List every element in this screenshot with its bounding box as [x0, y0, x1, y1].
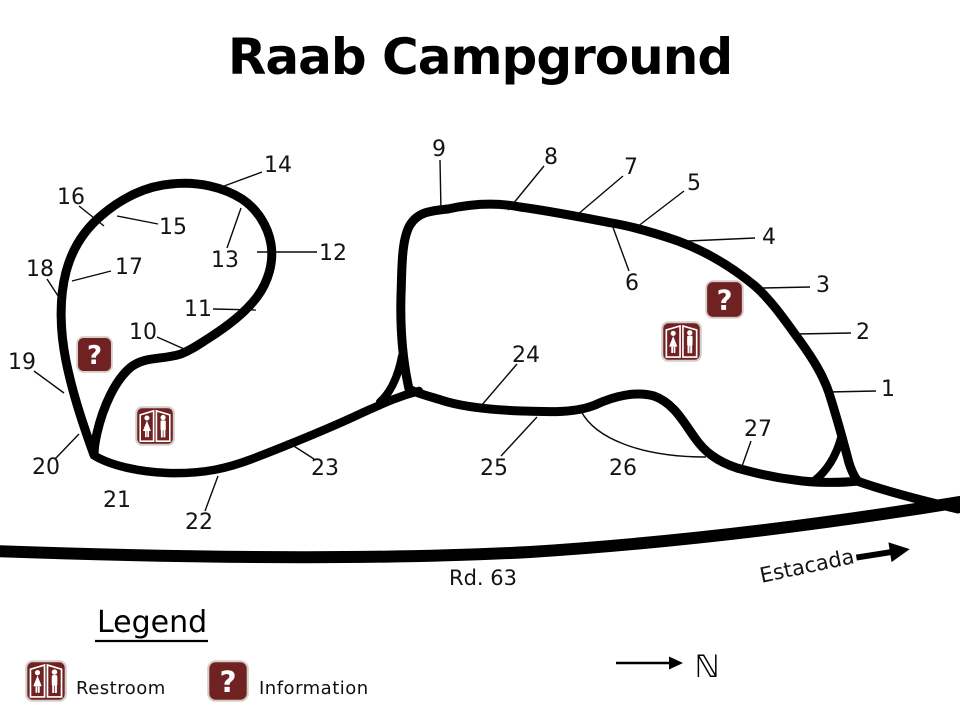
site-labels: 1234567891011121314151617181920212223242…	[8, 137, 895, 535]
site-7-label: 7	[624, 155, 638, 180]
junction-fillet-left	[376, 352, 406, 406]
site-24-label: 24	[512, 343, 540, 368]
site-26-label: 26	[609, 456, 637, 481]
site-14-label: 14	[264, 153, 292, 178]
information-icon	[207, 660, 249, 702]
site-22-leader-line	[204, 475, 219, 512]
legend-restroom-label: Restroom	[76, 678, 166, 699]
site-6-label: 6	[625, 271, 639, 296]
legend: Legend Restroom Information	[25, 605, 369, 702]
site-20-label: 20	[32, 455, 60, 480]
estacada-label: Estacada	[758, 544, 857, 587]
site-10-label: 10	[129, 320, 157, 345]
restroom-icon	[661, 321, 702, 362]
site-26-leader-line	[580, 410, 707, 458]
site-27-leader-line	[739, 440, 752, 473]
site-10-leader-line	[156, 336, 192, 353]
site-22-label: 22	[185, 510, 213, 535]
page-title: Raab Campground	[228, 28, 732, 86]
legend-information-label: Information	[259, 678, 369, 699]
site-7-leader-line	[576, 175, 624, 216]
entrance-road	[852, 476, 960, 514]
site-5-leader-line	[636, 190, 685, 228]
site-27-label: 27	[744, 417, 772, 442]
restroom-icon	[135, 406, 175, 446]
right-loop-road	[396, 199, 863, 487]
site-15-label: 15	[159, 215, 187, 240]
lower-loop-road	[90, 386, 424, 478]
road-63-label: Rd. 63	[449, 566, 517, 590]
site-16-label: 16	[57, 185, 85, 210]
site-25-leader-line	[500, 416, 538, 457]
site-1-leader-line	[827, 390, 877, 393]
site-16-leader-line	[78, 205, 105, 227]
site-23-leader-line	[285, 440, 315, 460]
restroom-icon	[25, 660, 67, 702]
junction-fillet-right	[810, 434, 845, 485]
site-17-label: 17	[115, 255, 143, 280]
site-2-leader-line	[796, 332, 852, 335]
site-14-leader-line	[215, 171, 263, 190]
information-icon	[705, 280, 744, 319]
site-6-leader-line	[610, 221, 630, 272]
north-indicator: ℕ	[616, 649, 719, 685]
site-18-label: 18	[26, 257, 54, 282]
leader-lines	[33, 159, 877, 512]
site-9-label: 9	[432, 137, 446, 162]
site-2-label: 2	[856, 320, 870, 345]
site-3-label: 3	[816, 273, 830, 298]
roads	[0, 178, 960, 564]
site-8-leader-line	[507, 165, 545, 211]
site-20-leader-line	[54, 433, 80, 460]
site-21-label: 21	[103, 488, 131, 513]
north-arrowhead-icon	[669, 656, 683, 670]
site-25-label: 25	[480, 456, 508, 481]
road-63	[0, 495, 960, 564]
site-24-leader-line	[480, 363, 518, 407]
left-loop-road	[56, 178, 277, 460]
site-4-label: 4	[762, 225, 776, 250]
site-12-label: 12	[319, 241, 347, 266]
site-5-label: 5	[687, 171, 701, 196]
north-letter: ℕ	[695, 649, 720, 685]
site-15-leader-line	[116, 215, 159, 225]
site-17-leader-line	[71, 270, 112, 282]
legend-heading: Legend	[97, 605, 207, 640]
site-23-label: 23	[311, 456, 339, 481]
site-19-leader-line	[33, 370, 65, 394]
site-11-label: 11	[184, 297, 212, 322]
site-9-leader-line	[439, 159, 442, 213]
site-19-label: 19	[8, 350, 36, 375]
site-4-leader-line	[687, 237, 756, 242]
site-13-leader-line	[226, 207, 242, 249]
information-icon	[76, 336, 113, 373]
site-18-leader-line	[46, 278, 63, 303]
site-8-label: 8	[544, 145, 558, 170]
site-1-label: 1	[881, 377, 895, 402]
estacada-arrow-icon	[855, 542, 910, 563]
site-11-leader-line	[212, 308, 257, 311]
site-3-leader-line	[762, 286, 811, 289]
site-13-label: 13	[211, 248, 239, 273]
